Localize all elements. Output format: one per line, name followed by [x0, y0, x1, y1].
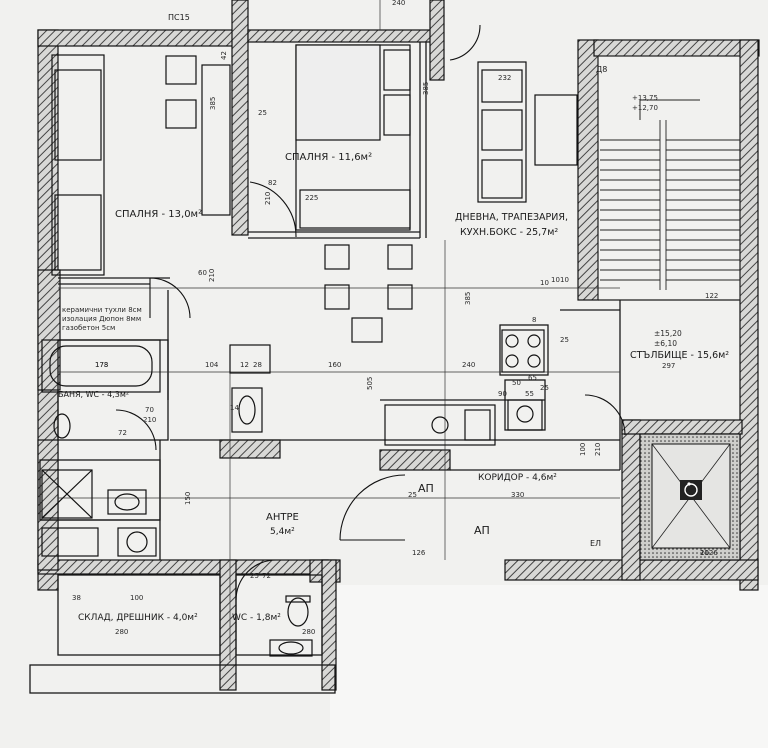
dimension-label: 50	[512, 379, 521, 387]
dimension-label: 210	[143, 416, 156, 424]
staircase-steps	[597, 55, 741, 301]
room-labels: СПАЛНЯ - 13,0м² СПАЛНЯ - 11,6м² ДНЕВНА, …	[58, 152, 729, 623]
notes: керамични тухли 8см изолация Дюпон 8мм г…	[62, 94, 682, 348]
dimension-label: 25	[250, 572, 259, 580]
mark-ap-2: АП	[474, 524, 490, 537]
note-tile-2: изолация Дюпон 8мм	[62, 315, 141, 323]
mark-ps15: ПС15	[168, 13, 190, 22]
dimension-label: 1126	[700, 549, 718, 557]
level-stair-top: +13,75	[632, 94, 658, 102]
dimension-label: 42	[220, 51, 228, 60]
note-tile-1: керамични тухли 8см	[62, 306, 142, 314]
level-landing-2: ±6,10	[654, 339, 677, 348]
room-label-living-line2: КУХН.БОКС - 25,7м²	[460, 227, 558, 238]
dimension-label: 126	[412, 549, 426, 557]
dimension-label: 385	[422, 82, 430, 95]
dimension-label: 25	[540, 384, 549, 392]
dimension-label: 385	[464, 292, 472, 305]
dimension-label: 100	[130, 594, 143, 602]
dimension-label: 82	[268, 179, 277, 187]
room-label-bedroom2: СПАЛНЯ - 11,6м²	[285, 152, 372, 163]
dimension-label: 10	[560, 276, 569, 284]
bathtub-icon	[41, 339, 161, 393]
room-label-bedroom1: СПАЛНЯ - 13,0м²	[115, 209, 202, 220]
wheelchair-icon	[680, 480, 702, 500]
bed-icon	[51, 44, 411, 276]
dimension-label: 28	[253, 361, 262, 369]
dimension-label: 297	[662, 362, 675, 370]
dimension-label: 385	[209, 97, 217, 110]
room-label-wc: WC - 1,8м²	[232, 613, 281, 623]
dimension-label: 505	[366, 377, 374, 390]
dimension-label: 10	[540, 279, 549, 287]
dimension-label: 38	[72, 594, 81, 602]
dimension-label: 160	[328, 361, 341, 369]
level-landing-1: ±15,20	[654, 329, 682, 338]
dimension-label: 25	[408, 491, 417, 499]
toilet-icon	[53, 387, 311, 627]
dimension-label: 280	[302, 628, 315, 636]
dimension-label: 232	[498, 74, 511, 82]
kitchen-counter	[384, 404, 496, 446]
dimension-label: 210	[208, 269, 216, 282]
dimension-label: 210	[264, 192, 272, 205]
blank-margin	[330, 585, 768, 748]
room-label-living-line1: ДНЕВНА, ТРАПЕЗАРИЯ,	[455, 212, 568, 223]
sofa-icon	[477, 61, 578, 203]
dimension-label: 104	[205, 361, 219, 369]
dimension-label: 122	[705, 292, 718, 300]
dimension-label: 60	[198, 269, 207, 277]
room-label-corridor: КОРИДОР - 4,6м²	[478, 473, 557, 483]
dimension-label: 280	[115, 628, 128, 636]
dimension-label: 25	[560, 336, 569, 344]
dimension-label: 55	[525, 390, 534, 398]
dimension-label: 90	[498, 390, 507, 398]
dimension-label: 65	[528, 374, 537, 382]
dimension-label: 240	[462, 361, 475, 369]
elevator-shaft	[639, 433, 741, 561]
dimension-label: 25	[258, 109, 267, 117]
room-label-staircase: СТЪЛБИЩЕ - 15,6м²	[630, 350, 729, 361]
washbasin-icon	[107, 399, 543, 657]
room-label-hall-area: 5,4м²	[270, 527, 295, 537]
dimension-label: 8	[532, 316, 536, 324]
dimension-label: 225	[305, 194, 318, 202]
note-tile-3: газобетон 5см	[62, 324, 115, 332]
shower-icon	[41, 469, 157, 557]
dimension-label: 72	[118, 429, 127, 437]
dimension-label: 10	[551, 276, 560, 284]
dimension-label: 150	[184, 492, 192, 505]
mark-el: ЕЛ	[590, 539, 601, 548]
exterior-walls	[37, 0, 760, 691]
dimension-label: 72	[262, 572, 271, 580]
dimension-label: 100	[579, 443, 587, 456]
range-hob-icon	[501, 329, 545, 373]
room-label-bathroom: БАНЯ, WC - 4,3м²	[58, 390, 129, 399]
dimension-label: 173	[95, 361, 108, 369]
dimension-label: 240	[392, 0, 405, 7]
mark-ap-1: АП	[418, 482, 434, 495]
dimension-label: 210	[594, 443, 602, 456]
door-swings	[115, 24, 626, 601]
dimension-label: 178	[95, 361, 108, 369]
dimension-label: 12	[240, 361, 249, 369]
table-icon	[165, 55, 413, 374]
room-label-storage: СКЛАД, ДРЕШНИК - 4,0м²	[78, 613, 198, 623]
dimension-label: 20	[700, 549, 709, 557]
level-stair-bot: +12,70	[632, 104, 658, 112]
room-label-hall: АНТРЕ	[266, 512, 299, 523]
dimension-label: 330	[511, 491, 524, 499]
marks: АП АП ЕЛ ПС15 Д8	[168, 13, 607, 548]
dimension-label: 70	[145, 406, 154, 414]
mark-d8: Д8	[596, 65, 607, 74]
dimension-label: 14	[230, 404, 239, 412]
